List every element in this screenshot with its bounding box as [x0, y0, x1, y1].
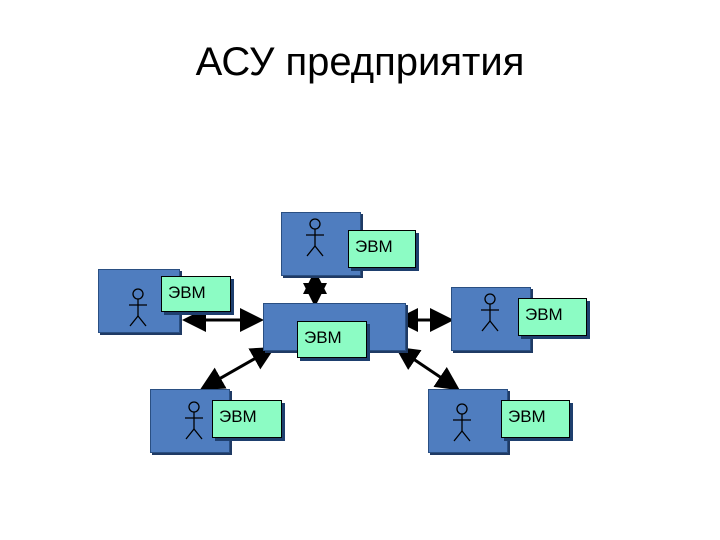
person-icon: [481, 293, 499, 332]
evm-box-bottom-right: ЭВМ: [501, 400, 570, 438]
evm-box-left: ЭВМ: [161, 276, 231, 312]
workstation-right: [451, 287, 531, 351]
evm-box-right: ЭВМ: [518, 298, 587, 336]
evm-box-center: ЭВМ: [297, 321, 367, 358]
person-icon: [129, 288, 147, 327]
evm-box-bottom-left: ЭВМ: [212, 400, 282, 438]
evm-box-top: ЭВМ: [348, 230, 416, 268]
person-icon: [306, 218, 324, 257]
slide-title: АСУ предприятия: [195, 40, 525, 84]
workstation-bottom-right: [428, 389, 508, 453]
link-bottom-left: [199, 347, 276, 390]
person-icon: [185, 401, 203, 440]
link-bottom-right: [395, 346, 460, 391]
person-icon: [453, 403, 471, 442]
